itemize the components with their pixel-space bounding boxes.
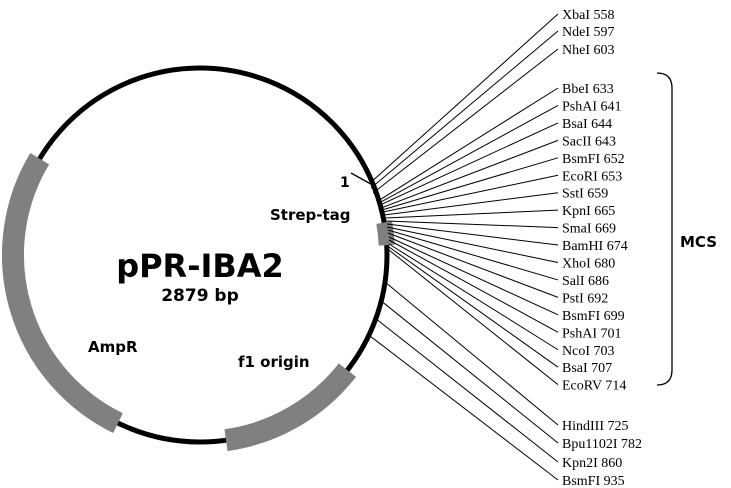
site-leader-line [387,232,559,298]
restriction-site-label: XbaI 558 [562,8,615,23]
restriction-site-label: Kpn2I 860 [562,456,622,471]
restriction-site-label: SmaI 669 [562,222,616,237]
restriction-site-label: BamHI 674 [562,239,628,254]
restriction-site-label: BbeI 633 [562,82,614,97]
restriction-site-label: BsmFI 935 [562,474,625,488]
restriction-site-label: SstI 659 [562,187,608,202]
site-leader-line [377,87,559,202]
site-leader-line [388,249,559,386]
site-leader-line [386,226,559,263]
restriction-site-label: NheI 603 [562,43,615,58]
restriction-site-label: NcoI 703 [562,344,615,359]
restriction-site-label: PshAI 701 [562,326,622,341]
restriction-site-label: XhoI 680 [562,257,615,272]
site-leader-line [385,220,559,229]
restriction-site-label: NdeI 597 [562,25,615,40]
restriction-site-label: KpnI 665 [562,204,615,219]
restriction-site-label: HindIII 725 [562,419,629,434]
site-leader-lines [368,13,559,481]
restriction-site-label: SalI 686 [562,274,609,289]
site-leader-line [383,192,559,216]
site-leader-line [382,174,559,213]
plasmid-size: 2879 bp [161,286,239,306]
site-leader-line [369,335,559,481]
ampr-label: AmpR [88,338,138,356]
site-leader-line [384,281,559,426]
strep-tag-label: Strep-tag [270,206,351,224]
restriction-site-label: EcoRI 653 [562,169,622,184]
mcs-label: MCS [680,233,717,251]
site-leader-line [379,122,559,206]
restriction-site-label: SacII 643 [562,134,616,149]
mcs-bracket [656,72,673,386]
restriction-site-label: BsmFI 699 [562,309,625,324]
start-marker-label: 1 [340,175,350,191]
f1-origin-feature-arc [224,363,357,452]
site-leader-line [372,48,559,194]
start-marker-tick [350,172,370,184]
site-leader-line [388,239,559,333]
f1-origin-label: f1 origin [238,353,310,371]
site-leader-line [379,299,559,444]
site-leader-line [381,157,559,211]
strep-tag-feature-arc [376,221,395,246]
ampr-feature-arc [1,153,123,433]
restriction-site-label: BsaI 644 [562,117,612,132]
site-leader-line [374,317,559,463]
site-leader-line [378,105,559,204]
site-leader-line [386,223,559,246]
site-leader-line [368,13,559,185]
site-leader-line [380,139,559,209]
restriction-site-label: BsmFI 652 [562,152,625,167]
plasmid-name: pPR-IBA2 [116,247,284,285]
site-leader-line [388,243,559,351]
restriction-site-label: BsaI 707 [562,361,612,376]
site-leader-line [384,209,559,219]
site-leader-line [387,229,559,281]
site-leader-line [388,246,559,368]
restriction-site-label: PshAI 641 [562,99,622,114]
site-leader-line [388,236,559,316]
restriction-site-label: PstI 692 [562,291,608,306]
restriction-site-label: Bpu1102I 782 [562,437,642,452]
restriction-site-label: EcoRV 714 [562,379,626,394]
site-leader-line [370,30,559,189]
